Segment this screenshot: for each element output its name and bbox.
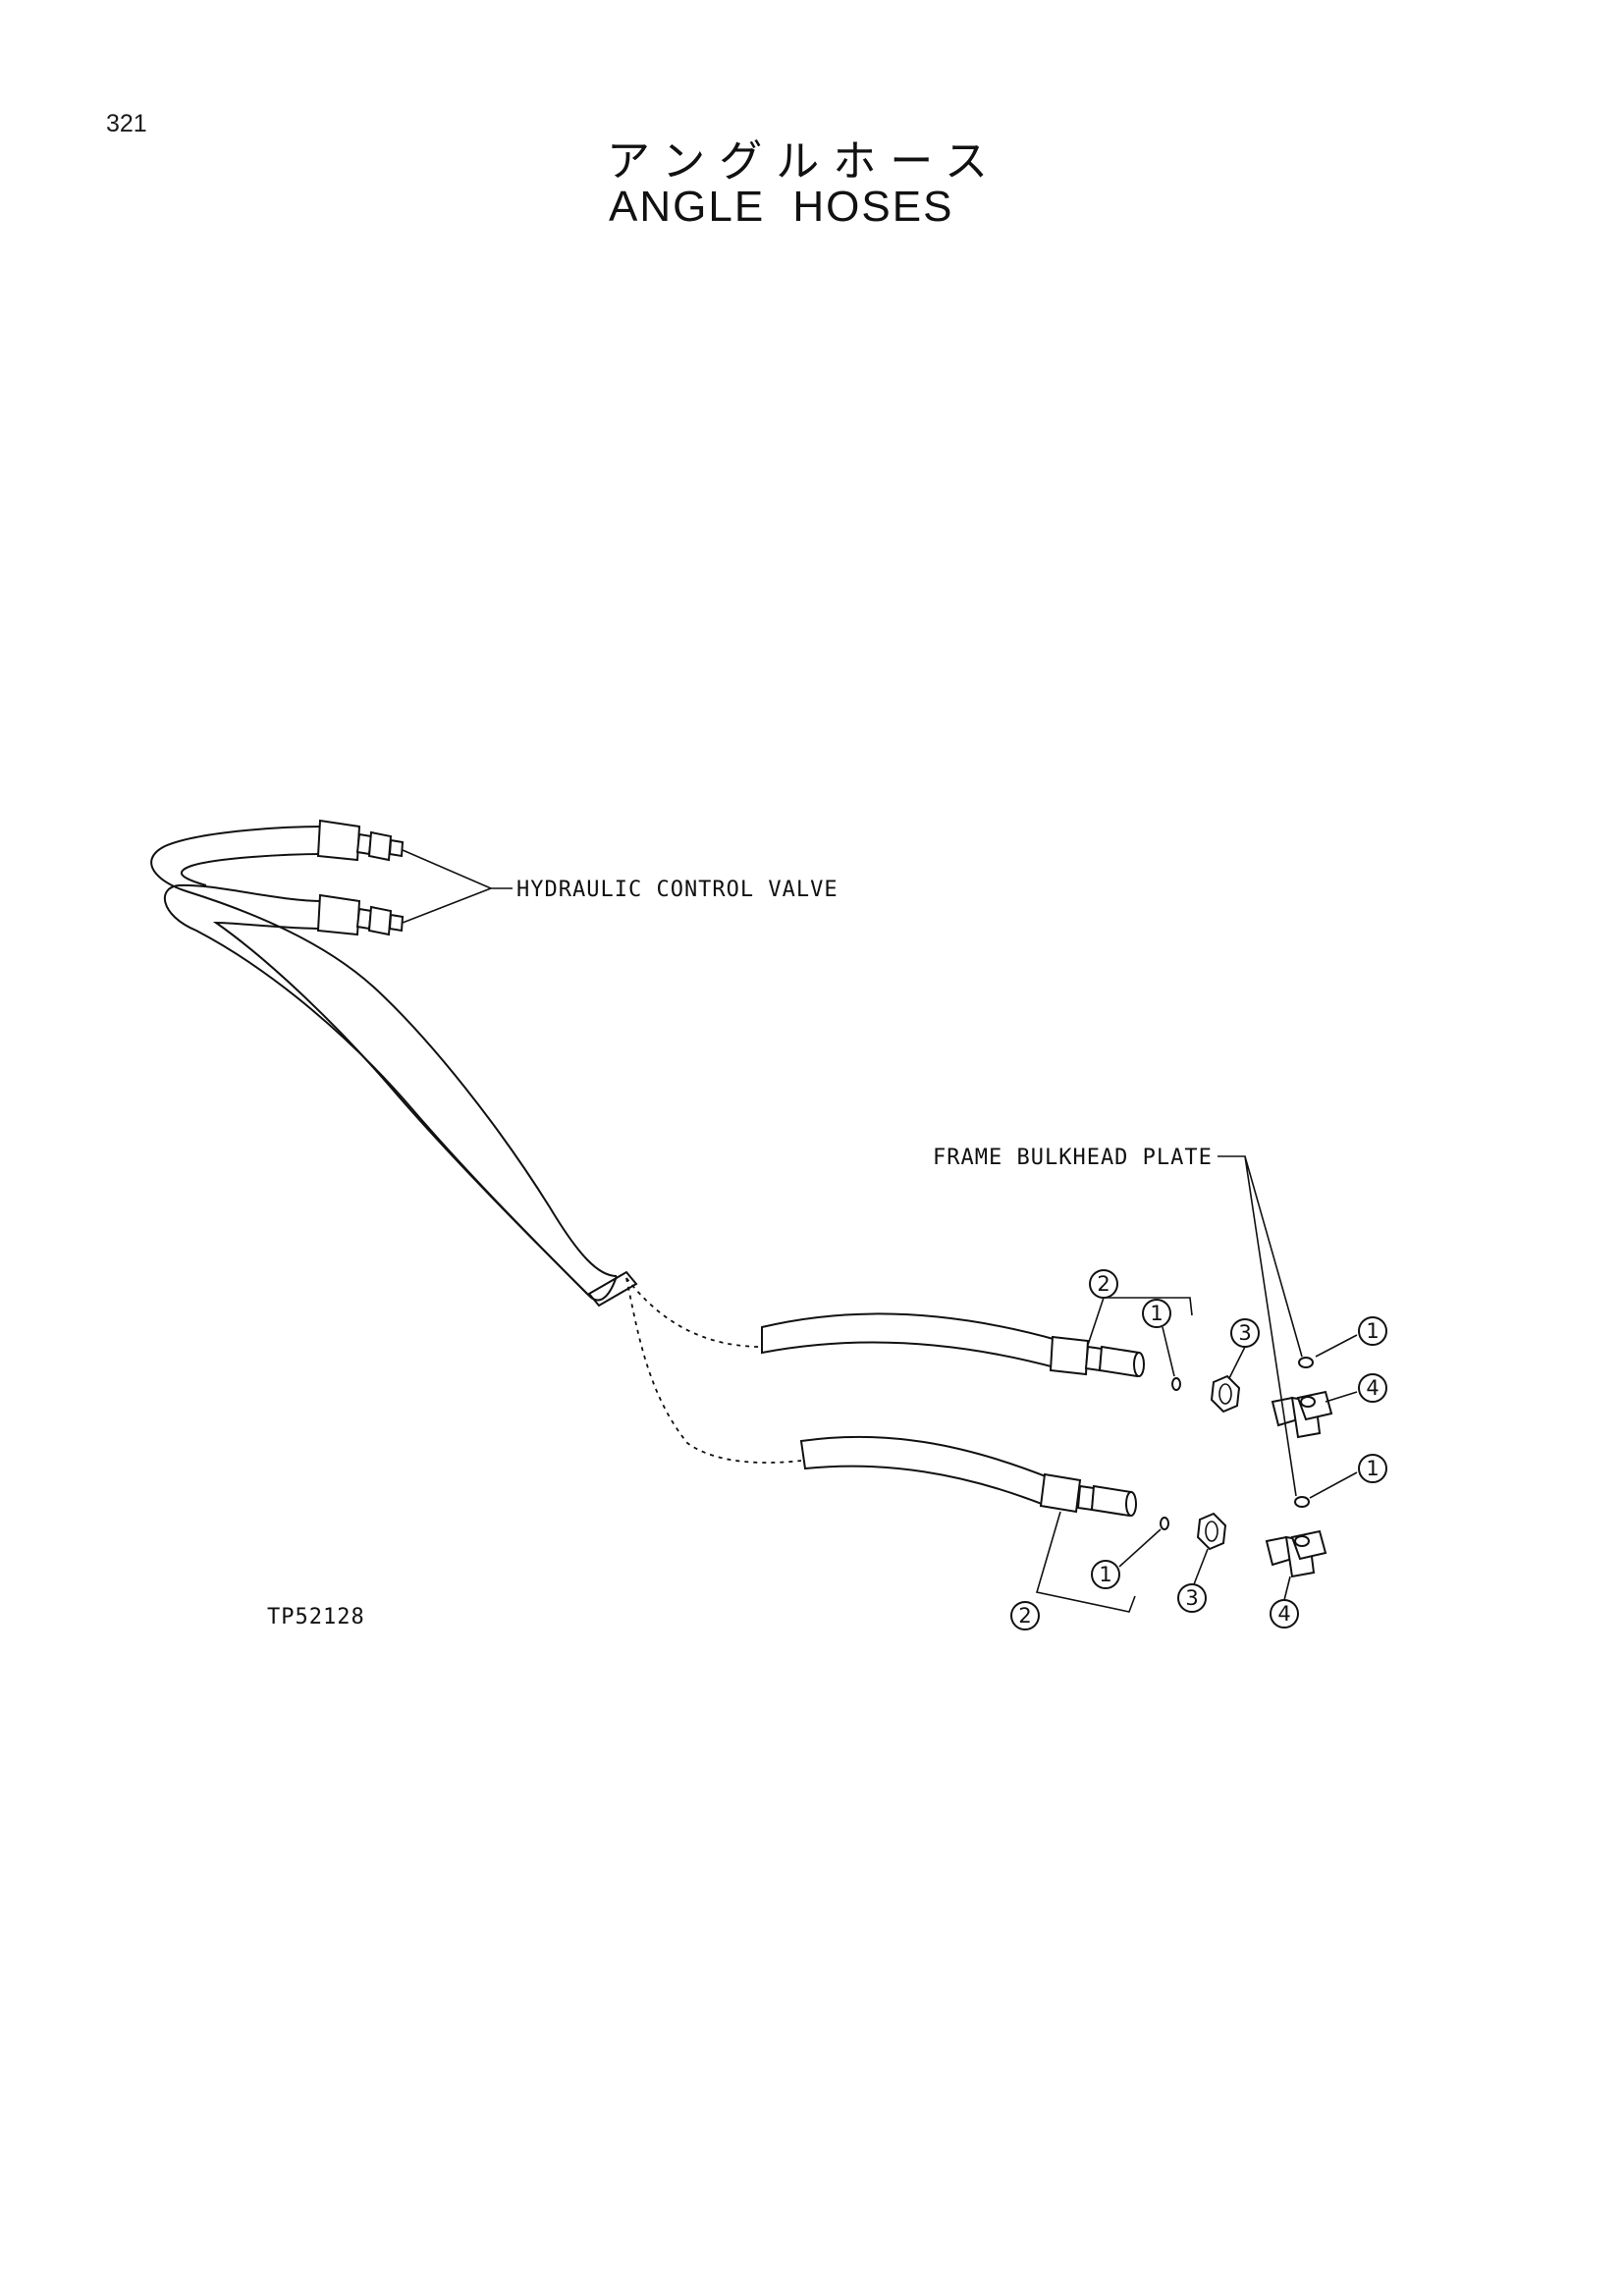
leader-1-lower	[1118, 1528, 1162, 1568]
svg-text:1: 1	[1099, 1563, 1111, 1586]
callout-1-lower-hose: 1	[1091, 1560, 1120, 1589]
svg-text:3: 3	[1238, 1321, 1251, 1345]
page-number: 321	[106, 110, 147, 137]
hydraulic-control-valve-label: HYDRAULIC CONTROL VALVE	[516, 878, 839, 902]
hydraulic-control-valve-callout: HYDRAULIC CONTROL VALVE	[402, 849, 839, 924]
o-ring-bulkhead-lower	[1294, 1496, 1310, 1508]
nut-lower	[1196, 1512, 1227, 1551]
svg-text:3: 3	[1185, 1586, 1198, 1610]
elbow-lower	[1265, 1529, 1327, 1578]
page-title-japanese: アングルホース	[607, 136, 1002, 187]
svg-text:1: 1	[1366, 1319, 1379, 1343]
frame-bulkhead-plate-callout: FRAME BULKHEAD PLATE	[933, 1146, 1303, 1497]
frame-bulkhead-plate-label: FRAME BULKHEAD PLATE	[933, 1146, 1213, 1170]
valve-fitting-lower	[316, 893, 405, 936]
o-ring-lower-hose	[1160, 1517, 1169, 1530]
leader-1-upper	[1162, 1326, 1175, 1377]
svg-text:2: 2	[1018, 1604, 1031, 1628]
callout-1-bulkhead-lower: 1	[1358, 1454, 1387, 1483]
long-hoses	[150, 826, 638, 1308]
drawing-id: TP52128	[267, 1605, 365, 1629]
item-2-bracket-lower	[1035, 1511, 1136, 1613]
leader-3-lower	[1193, 1548, 1209, 1585]
valve-fitting-upper	[316, 819, 405, 862]
dashed-link-lower	[625, 1277, 802, 1464]
elbow-upper	[1271, 1390, 1333, 1439]
svg-text:2: 2	[1097, 1272, 1110, 1296]
callout-2-upper: 2	[1089, 1269, 1118, 1299]
callout-1-upper-hose: 1	[1142, 1299, 1171, 1328]
short-hose-lower	[799, 1435, 1137, 1518]
o-ring-upper-hose	[1171, 1377, 1181, 1391]
dashed-link-upper	[625, 1277, 763, 1348]
callout-3-upper: 3	[1230, 1318, 1260, 1348]
svg-text:1: 1	[1366, 1457, 1379, 1480]
leader-4-upper	[1325, 1391, 1358, 1403]
leader-3-upper	[1228, 1346, 1246, 1379]
svg-text:1: 1	[1150, 1302, 1163, 1325]
callout-3-lower: 3	[1177, 1583, 1207, 1613]
o-ring-bulkhead-upper	[1298, 1357, 1314, 1368]
svg-text:4: 4	[1366, 1376, 1379, 1400]
callout-2-lower: 2	[1010, 1601, 1040, 1630]
short-hose-upper	[761, 1312, 1145, 1378]
callout-4-upper: 4	[1358, 1373, 1387, 1403]
leader-4-lower	[1283, 1575, 1291, 1601]
svg-text:4: 4	[1277, 1602, 1290, 1626]
callout-1-bulkhead-upper: 1	[1358, 1316, 1387, 1346]
page-title-english: ANGLE HOSES	[609, 183, 954, 231]
nut-upper	[1210, 1374, 1241, 1414]
leader-1-right-lower	[1309, 1471, 1358, 1499]
callout-4-lower: 4	[1270, 1599, 1299, 1629]
valve-end-fittings	[316, 819, 405, 936]
leader-1-right-upper	[1315, 1334, 1358, 1358]
item-2-bracket-upper	[1087, 1297, 1193, 1346]
